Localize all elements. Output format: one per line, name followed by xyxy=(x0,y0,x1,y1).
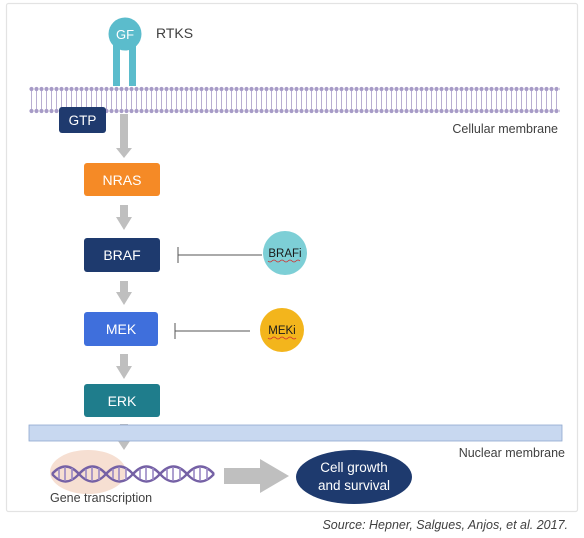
dna-glow xyxy=(50,450,126,494)
braf-box xyxy=(84,238,160,272)
mek-box xyxy=(84,312,158,346)
cellular-membrane xyxy=(29,86,560,114)
arrow-receptor-to-nras xyxy=(116,114,132,158)
erk-box xyxy=(84,384,160,417)
meki-circle xyxy=(260,308,304,352)
meki-label: MEKi xyxy=(268,325,295,337)
outcome-line2: and survival xyxy=(318,478,390,493)
brafi-squiggle xyxy=(267,259,301,263)
receptor-icon xyxy=(108,17,142,86)
receptor-label: RTKS xyxy=(156,25,193,41)
brafi-label: BRAFi xyxy=(268,248,301,260)
meki-squiggle xyxy=(267,336,297,340)
brafi-circle xyxy=(263,231,307,275)
outcome-arrow xyxy=(224,459,289,493)
braf-label: BRAF xyxy=(103,247,140,263)
gtp-label: GTP xyxy=(69,113,97,128)
mek-inhibition-line xyxy=(174,323,250,339)
outcome-line1: Cell growth xyxy=(320,460,388,475)
dna-label: Gene transcription xyxy=(50,491,152,505)
mek-label: MEK xyxy=(106,321,137,337)
arrow-nras-to-braf xyxy=(116,205,132,230)
nras-box xyxy=(84,163,160,196)
gtp-box xyxy=(59,107,106,133)
ligand-label: GF xyxy=(116,27,134,42)
arrow-braf-to-mek xyxy=(116,281,132,305)
outcome-ellipse xyxy=(296,450,412,504)
braf-inhibition-line xyxy=(177,247,262,263)
arrow-mek-to-erk xyxy=(116,354,132,379)
erk-label: ERK xyxy=(108,393,137,409)
nras-label: NRAS xyxy=(103,172,142,188)
source-citation: Source: Hepner, Salgues, Anjos, et al. 2… xyxy=(322,518,568,532)
dna-helix-icon xyxy=(51,465,215,483)
nuclear-membrane xyxy=(28,424,563,442)
cellular-membrane-label: Cellular membrane xyxy=(452,122,558,136)
nuclear-membrane-label: Nuclear membrane xyxy=(459,446,565,460)
